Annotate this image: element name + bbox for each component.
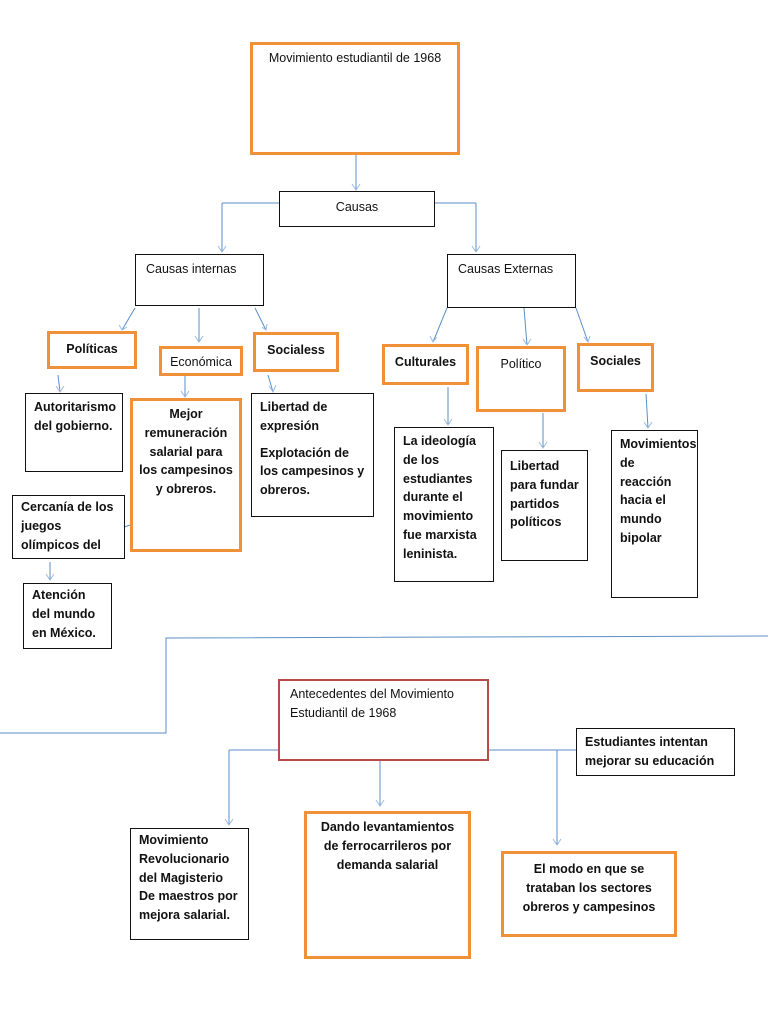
title-text: Movimiento estudiantil de 1968 [268, 51, 442, 65]
autoritarismo-text: Autoritarismo del gobierno. [34, 400, 116, 433]
libertad-expresion-box: Libertad de expresión Explotación de los… [251, 393, 374, 517]
magisterio-box: Movimiento Revolucionario del Magisterio… [130, 828, 249, 940]
libertad-expresion-text: Libertad de expresión [260, 400, 328, 433]
cercania-text: Cercanía de los juegos olímpicos del [21, 500, 114, 552]
sociales-internas-text: Socialess [267, 343, 325, 357]
culturales-text: Culturales [394, 355, 457, 369]
politicas-text: Políticas [66, 342, 118, 356]
cercania-box: Cercanía de los juegos olímpicos del [12, 495, 125, 559]
movimientos-text: Movimientos de reacción hacia el mundo b… [620, 437, 697, 545]
causas-box: Causas [279, 191, 435, 227]
economica-box: Económica [159, 346, 243, 376]
sociales-internas-box: Socialess [253, 332, 339, 372]
atencion-text: Atención del mundo en México. [32, 588, 96, 640]
remuneracion-text: Mejor remuneración salarial para los cam… [139, 407, 233, 496]
title-box: Movimiento estudiantil de 1968 [250, 42, 460, 155]
culturales-box: Culturales [382, 344, 469, 385]
politico-box: Político [476, 346, 566, 412]
ideologia-text: La ideología de los estudiantes durante … [403, 434, 477, 561]
atencion-box: Atención del mundo en México. [23, 583, 112, 649]
libertad-partidos-box: Libertad para fundar partidos políticos [501, 450, 588, 561]
ferrocarrileros-box: Dando levantamientos de ferrocarrileros … [304, 811, 471, 959]
libertad-partidos-text: Libertad para fundar partidos políticos [510, 459, 579, 530]
ideologia-box: La ideología de los estudiantes durante … [394, 427, 494, 582]
modo-box: El modo en que se trataban los sectores … [501, 851, 677, 937]
politicas-box: Políticas [47, 331, 137, 369]
remuneracion-box: Mejor remuneración salarial para los cam… [130, 398, 242, 552]
antecedentes-text: Antecedentes del Movimiento Estudiantil … [290, 687, 454, 720]
causas-text: Causas [335, 200, 379, 214]
causas-internas-text: Causas internas [146, 262, 237, 276]
movimientos-box: Movimientos de reacción hacia el mundo b… [611, 430, 698, 598]
autoritarismo-box: Autoritarismo del gobierno. [25, 393, 123, 472]
sociales-externas-text: Sociales [590, 354, 641, 368]
sociales-externas-box: Sociales [577, 343, 654, 392]
ferrocarrileros-text: Dando levantamientos de ferrocarrileros … [320, 820, 455, 872]
causas-externas-box: Causas Externas [447, 254, 576, 308]
estudiantes-box: Estudiantes intentan mejorar su educació… [576, 728, 735, 776]
economica-text: Económica [170, 355, 232, 369]
magisterio-text: Movimiento Revolucionario del Magisterio… [139, 833, 238, 922]
estudiantes-text: Estudiantes intentan mejorar su educació… [585, 735, 715, 768]
causas-internas-box: Causas internas [135, 254, 264, 306]
antecedentes-box: Antecedentes del Movimiento Estudiantil … [278, 679, 489, 761]
modo-text: El modo en que se trataban los sectores … [522, 862, 656, 914]
politico-text: Político [500, 357, 542, 371]
causas-externas-text: Causas Externas [458, 262, 554, 276]
explotacion-text: Explotación de los campesinos y obreros. [260, 445, 365, 498]
